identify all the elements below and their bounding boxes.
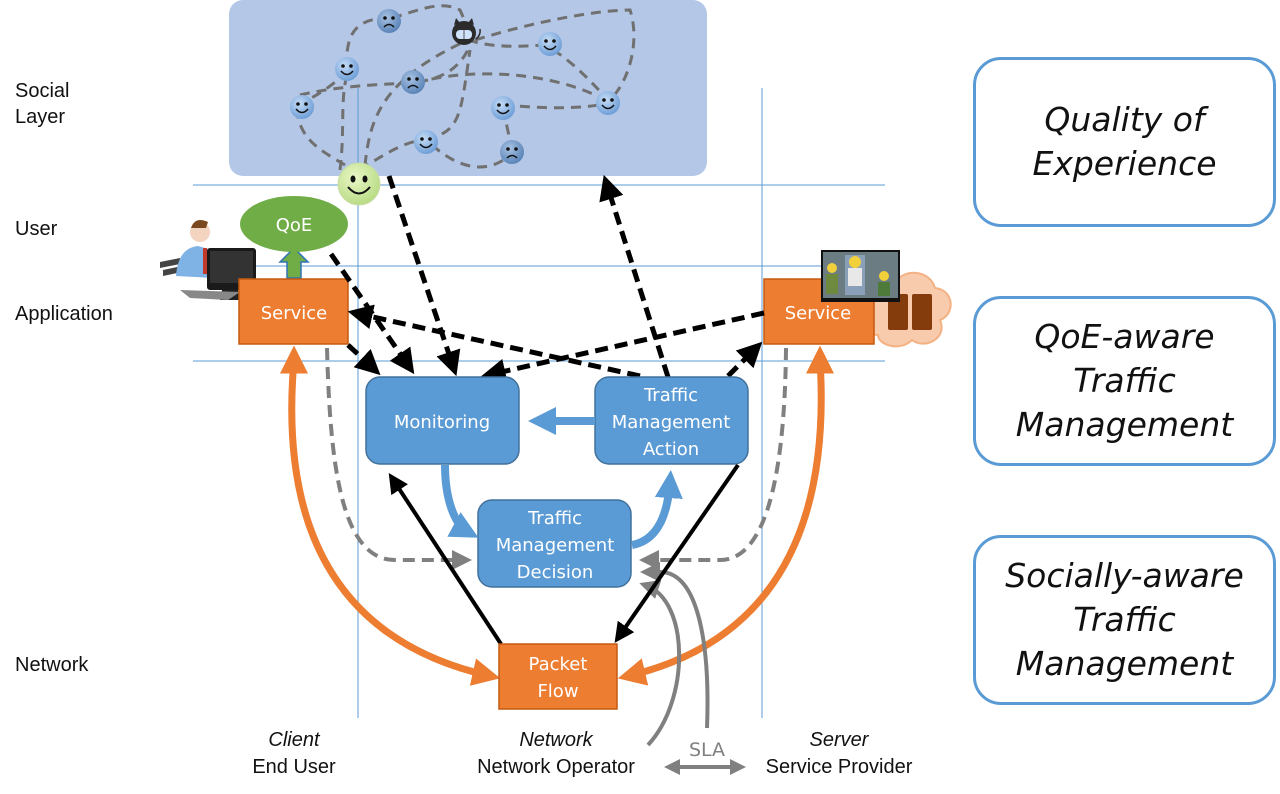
black-arrow-packet-to-monitoring [388,472,503,646]
black-arrow-action-to-packet [614,463,740,643]
legend-quality-of-experience: Quality of Experience [973,57,1276,227]
happy-user-icon [290,95,314,119]
sad-user-icon [377,9,401,33]
sad-user-icon [500,140,524,164]
end-user-computer-icon [160,220,256,300]
orange-arrow-client-to-packet [288,359,501,686]
stakeholder-client: Client End User [214,727,374,781]
happy-user-icon [335,57,359,81]
dashed-arrow-action-to-social [599,174,671,378]
happy-user-icon [538,32,562,56]
social-users [290,9,620,206]
sla-link-1 [639,579,682,747]
qoe-label: QoE [276,215,313,236]
qoe-node [240,196,348,252]
label-line: Packet [529,654,588,675]
happy-user-icon [596,91,620,115]
legend-qoe-aware-tm: QoE-aware Traffic Management [973,296,1276,466]
stakeholder-name: Service Provider [765,756,913,778]
layer-label-user: User [15,218,58,240]
blue-arrow-monitoring-to-decision [441,464,479,538]
highlighted-user-icon [337,162,381,206]
stakeholder-network: Network Network Operator [456,727,656,781]
stakeholder-name: End User [252,756,336,778]
dashed-arrow-service-to-monitoring [346,343,381,376]
label-line: Action [643,439,699,460]
monitoring-node [365,376,520,465]
label-line: Flow [537,681,578,702]
blue-arrow-decision-to-action [630,470,683,549]
service-client-label: Service [261,303,328,324]
sla-link-2 [640,562,710,729]
video-thumbnail-icon [821,250,900,302]
architecture-diagram: QoE Service Service [160,0,952,775]
dashed-arrow-social-to-monitoring [386,175,461,377]
qoe-up-arrow [278,246,310,279]
orange-arrow-server-to-packet [617,359,825,686]
gray-dashed-client-to-decision [325,347,472,570]
layer-label-network: Network [15,654,89,676]
layer-label-social: Social Layer [15,80,70,128]
packet-flow-node [498,643,618,710]
tm-decision-node [477,499,632,588]
stakeholder-name: Network Operator [477,756,635,778]
legend-socially-aware-tm: Socially-aware Traffic Management [973,535,1276,705]
happy-user-icon [491,96,515,120]
legend-text: QoE-aware Traffic Management [1015,317,1234,444]
label-line: Management [496,535,615,556]
label-line: Traffic [527,508,582,529]
stakeholder-role: Network [519,729,593,751]
sad-user-icon [401,70,425,94]
label-line: Management [612,412,731,433]
malicious-user-icon [452,18,481,45]
stakeholder-role: Client [268,729,320,751]
layer-grid [193,88,885,718]
legend-text: Quality of Experience [1032,100,1217,183]
legend-text: Socially-aware Traffic Management [1005,556,1244,683]
label-line: Traffic [643,385,698,406]
label-line: Decision [517,562,594,583]
monitoring-label: Monitoring [394,412,490,433]
dashed-arrow-server-to-monitoring [480,310,765,384]
sla-label: SLA [689,739,725,761]
stakeholder-server: Server Service Provider [744,727,934,781]
service-server-label: Service [785,303,852,324]
dashed-arrow-action-to-client-service [347,304,641,379]
dashed-arrow-action-to-server-service [726,341,763,378]
happy-user-icon [414,130,438,154]
layer-label-application: Application [15,303,113,325]
stakeholder-role: Server [809,729,869,751]
gray-dashed-server-to-decision [639,347,788,570]
